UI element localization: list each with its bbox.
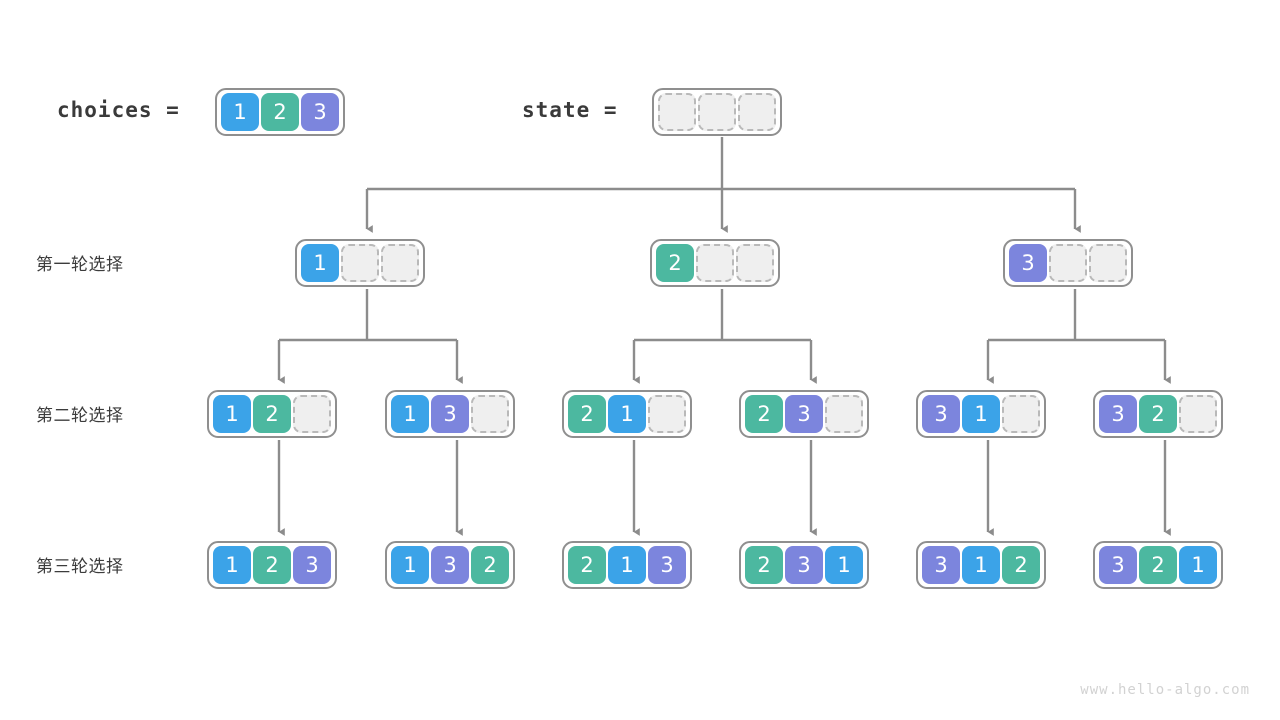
n-13-cell-1: 3 — [431, 395, 469, 433]
n-321-cell-2: 1 — [1179, 546, 1217, 584]
n-213-cell-0: 2 — [568, 546, 606, 584]
watermark: www.hello-algo.com — [1080, 682, 1250, 698]
row-label-round-2: 第二轮选择 — [36, 406, 124, 426]
n-132-cell-1: 3 — [431, 546, 469, 584]
choices-cell-0: 1 — [221, 93, 259, 131]
row-label-round-3: 第三轮选择 — [36, 557, 124, 577]
n-312-cell-2: 2 — [1002, 546, 1040, 584]
n-21-cell-1: 1 — [608, 395, 646, 433]
n-231-cell-1: 3 — [785, 546, 823, 584]
n-312-cell-0: 3 — [922, 546, 960, 584]
n-213-cell-2: 3 — [648, 546, 686, 584]
n-1-cell-0: 1 — [301, 244, 339, 282]
n-2-cell-2 — [736, 244, 774, 282]
n-321-cell-0: 3 — [1099, 546, 1137, 584]
n-13-cell-2 — [471, 395, 509, 433]
choices-label: choices = — [57, 98, 180, 122]
n-1-cell-2 — [381, 244, 419, 282]
n-32-cell-1: 2 — [1139, 395, 1177, 433]
n-2-cell-0: 2 — [656, 244, 694, 282]
n-32-cell-2 — [1179, 395, 1217, 433]
state-cell-0 — [658, 93, 696, 131]
n-123-cell-1: 2 — [253, 546, 291, 584]
n-12-cell-0: 1 — [213, 395, 251, 433]
n-31-cell-2 — [1002, 395, 1040, 433]
n-23-cell-2 — [825, 395, 863, 433]
n-13-cell-0: 1 — [391, 395, 429, 433]
n-3-cell-2 — [1089, 244, 1127, 282]
n-2-cell-1 — [696, 244, 734, 282]
n-231-cell-0: 2 — [745, 546, 783, 584]
n-21-cell-2 — [648, 395, 686, 433]
state-label: state = — [522, 98, 618, 122]
node-round1-2: 2 — [650, 239, 780, 287]
n-32-cell-0: 3 — [1099, 395, 1137, 433]
n-31-cell-0: 3 — [922, 395, 960, 433]
choices-cell-2: 3 — [301, 93, 339, 131]
n-123-cell-2: 3 — [293, 546, 331, 584]
n-12-cell-1: 2 — [253, 395, 291, 433]
n-132-cell-0: 1 — [391, 546, 429, 584]
n-3-cell-1 — [1049, 244, 1087, 282]
state-cell-2 — [738, 93, 776, 131]
n-23-cell-1: 3 — [785, 395, 823, 433]
n-132-cell-2: 2 — [471, 546, 509, 584]
n-123-cell-0: 1 — [213, 546, 251, 584]
n-3-cell-0: 3 — [1009, 244, 1047, 282]
n-21-cell-0: 2 — [568, 395, 606, 433]
n-231-cell-2: 1 — [825, 546, 863, 584]
n-31-cell-1: 1 — [962, 395, 1000, 433]
n-213-cell-1: 1 — [608, 546, 646, 584]
choices-cell-1: 2 — [261, 93, 299, 131]
state-cell-1 — [698, 93, 736, 131]
n-12-cell-2 — [293, 395, 331, 433]
node-round1-3: 3 — [1003, 239, 1133, 287]
n-321-cell-1: 2 — [1139, 546, 1177, 584]
n-1-cell-1 — [341, 244, 379, 282]
state-array — [652, 88, 782, 136]
node-round1-1: 1 — [295, 239, 425, 287]
n-23-cell-0: 2 — [745, 395, 783, 433]
n-312-cell-1: 1 — [962, 546, 1000, 584]
row-label-round-1: 第一轮选择 — [36, 255, 124, 275]
